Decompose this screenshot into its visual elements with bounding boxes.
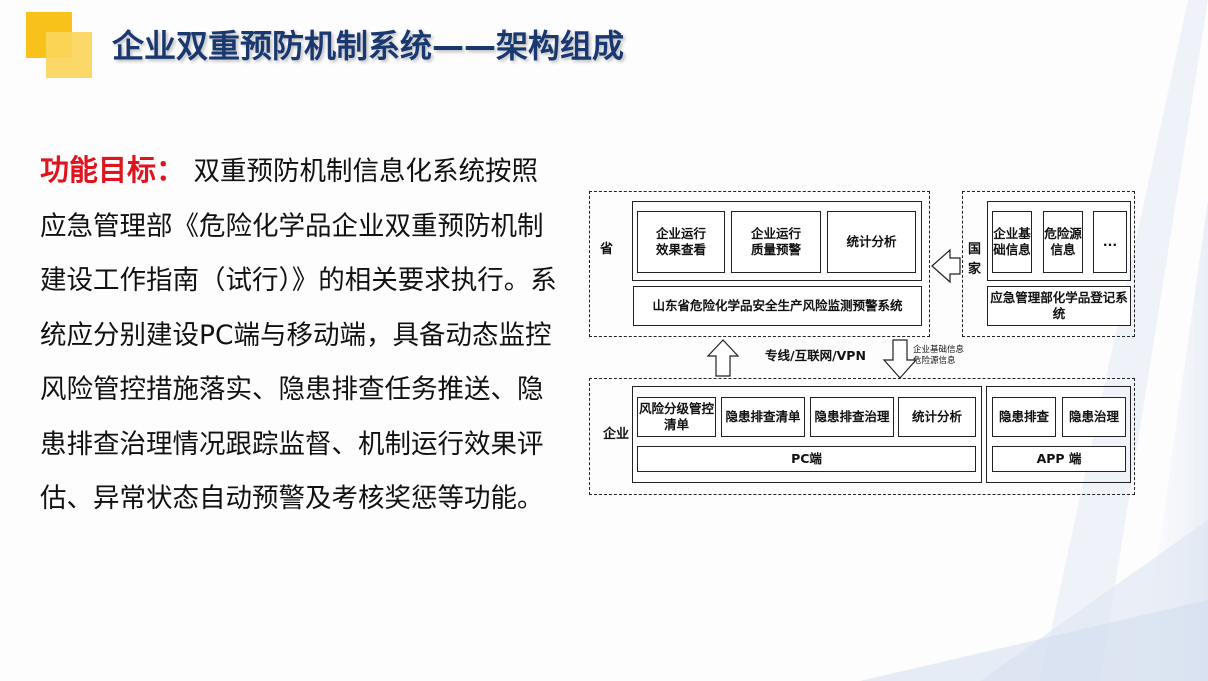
link-label: 专线/互联网/VPN <box>765 348 866 363</box>
national-module-hazard-info: 危险源 信息 <box>1043 211 1083 273</box>
national-module-frame <box>987 201 1131 281</box>
down-arrow-icon <box>882 339 918 379</box>
province-module-frame <box>632 201 922 281</box>
national-module-basic-info: 企业基 础信息 <box>992 211 1032 273</box>
app-frame <box>986 386 1131 483</box>
national-module-more: ... <box>1093 211 1127 273</box>
function-goal-label: 功能目标： <box>40 153 186 187</box>
enterprise-group <box>589 378 1135 495</box>
province-module-statistics: 统计分析 <box>827 211 916 273</box>
province-label: 省 <box>600 242 614 257</box>
pc-module-hazard-governance: 隐患排查治理 <box>810 397 894 437</box>
province-system: 山东省危险化学品安全生产风险监测预警系统 <box>633 286 922 326</box>
function-goal-paragraph: 功能目标： 双重预防机制信息化系统按照应急管理部《危险化学品企业双重预防机制建设… <box>40 143 560 527</box>
app-module-hazard-check: 隐患排查 <box>992 397 1056 437</box>
pc-module-risk-control-list: 风险分级管控 清单 <box>637 397 716 437</box>
upload-note: 企业基础信息 危险源信息 <box>913 345 965 366</box>
national-system: 应急管理部化学品登记系统 <box>987 286 1131 326</box>
up-arrow-icon <box>706 339 740 377</box>
app-label-bar: APP 端 <box>992 446 1126 472</box>
province-module-effect-view: 企业运行 效果查看 <box>637 211 725 273</box>
province-group <box>589 191 930 337</box>
logo-square-front <box>46 32 92 78</box>
left-arrow-icon <box>931 248 961 284</box>
slide-title: 企业双重预防机制系统——架构组成 <box>112 27 625 65</box>
app-module-hazard-governance: 隐患治理 <box>1062 397 1126 437</box>
national-group <box>962 191 1135 337</box>
pc-frame <box>632 386 982 483</box>
enterprise-label: 企业 <box>603 427 630 442</box>
pc-module-statistics: 统计分析 <box>898 397 976 437</box>
province-module-quality-warning: 企业运行 质量预警 <box>731 211 821 273</box>
national-label: 国 家 <box>968 242 982 277</box>
pc-label-bar: PC端 <box>637 446 976 472</box>
function-goal-text: 双重预防机制信息化系统按照应急管理部《危险化学品企业双重预防机制建设工作指南（试… <box>40 156 557 514</box>
pc-module-hazard-check-list: 隐患排查清单 <box>721 397 805 437</box>
